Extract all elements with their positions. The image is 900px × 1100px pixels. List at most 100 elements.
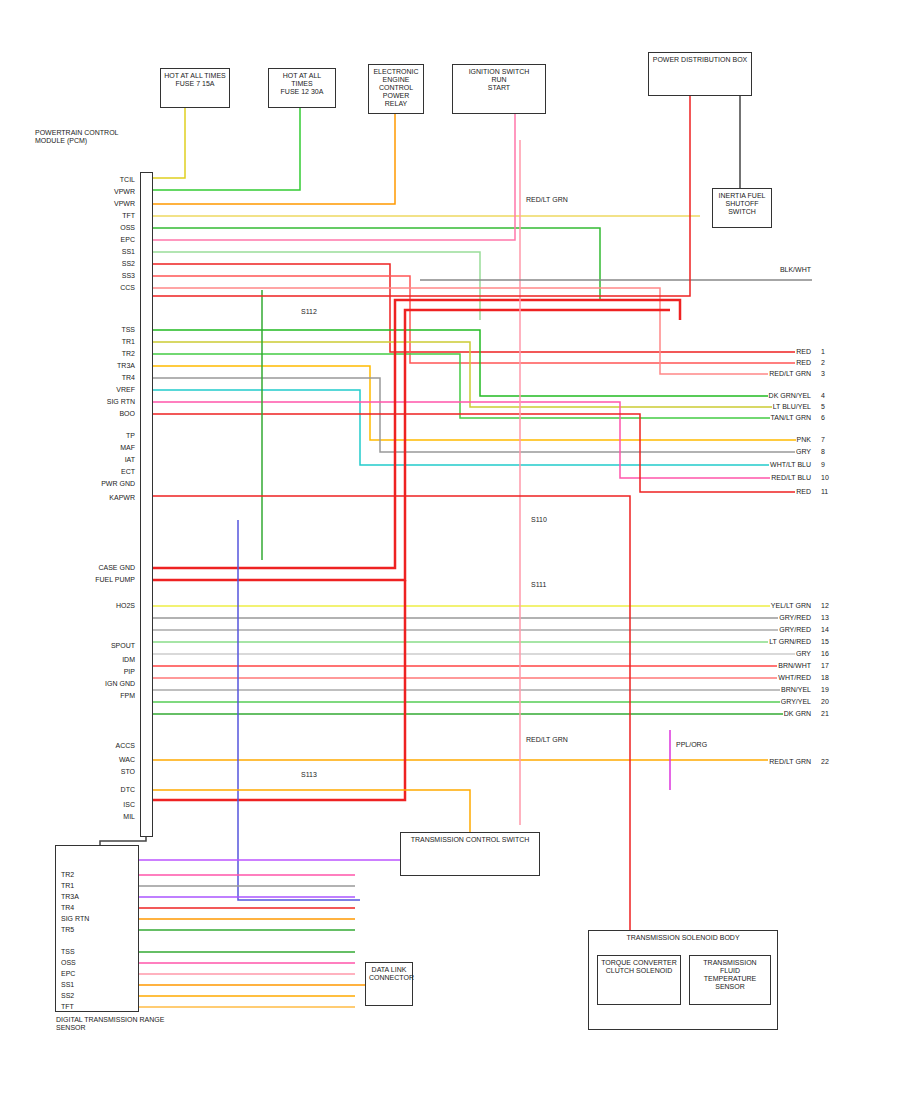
wire — [238, 520, 360, 900]
pin-name: TR4 — [121, 373, 136, 382]
wire-color: GRY — [795, 447, 812, 456]
wire-color: RED/LT GRN — [525, 195, 569, 204]
pin-name: TR3A — [60, 892, 80, 901]
node-title: TORQUE CONVERTER CLUTCH SOLENOID — [601, 959, 677, 975]
pin-name: SS1 — [121, 247, 136, 256]
connector-box: DATA LINK CONNECTOR — [365, 962, 413, 1006]
distribution-box: POWER DISTRIBUTION BOX — [648, 52, 752, 96]
wire — [138, 929, 355, 931]
circuit-number: 3 — [820, 369, 826, 378]
pin-name: TFT — [121, 211, 136, 220]
wire — [152, 580, 405, 800]
node-title: IGNITION SWITCH — [456, 68, 542, 76]
wire-connector — [153, 96, 690, 296]
wire-color: BRN/YEL — [780, 685, 812, 694]
wire-color: PNK — [796, 435, 812, 444]
pin-name: HO2S — [115, 601, 136, 610]
solenoid-body: TRANSMISSION SOLENOID BODYTORQUE CONVERT… — [588, 930, 778, 1030]
splice-label: S110 — [530, 515, 548, 524]
pin-name: IAT — [124, 455, 136, 464]
pin-name: TP — [125, 431, 136, 440]
splice-label: S111 — [530, 580, 547, 589]
pin-name: TSS — [60, 947, 76, 956]
wire — [152, 641, 812, 643]
wire — [669, 730, 671, 790]
wire — [152, 342, 812, 407]
wire — [138, 918, 355, 920]
wire-color: GRY — [795, 649, 812, 658]
wire-color: RED/LT GRN — [768, 757, 812, 766]
wire — [152, 713, 812, 715]
wire — [138, 874, 355, 876]
node-title: HOT AT ALL TIMES — [272, 72, 332, 88]
wire — [152, 689, 812, 691]
wire — [152, 701, 812, 703]
wire-connector — [153, 496, 630, 930]
circuit-number: 16 — [820, 649, 830, 658]
pin-name: ISC — [122, 800, 136, 809]
sensor-box: TRANSMISSION FLUID TEMPERATURE SENSOR — [689, 955, 771, 1005]
node-title: TRANSMISSION FLUID TEMPERATURE SENSOR — [693, 959, 767, 991]
node-title: ELECTRONIC ENGINE CONTROL POWER RELAY — [372, 68, 420, 108]
node-text: START — [456, 84, 542, 92]
pin-name: DTC — [120, 785, 136, 794]
wire-connector — [153, 114, 395, 204]
node-title: DIGITAL TRANSMISSION RANGE SENSOR — [56, 1016, 176, 1032]
switch-box: INERTIA FUEL SHUTOFF SWITCH — [712, 188, 772, 228]
pin-name: KAPWR — [108, 493, 136, 502]
circuit-number: 11 — [820, 487, 829, 496]
wire — [519, 140, 521, 825]
splice-label: S113 — [300, 770, 318, 779]
wire — [152, 629, 812, 631]
wire — [138, 995, 355, 997]
pin-name: TFT — [60, 1002, 75, 1011]
circuit-number: 7 — [820, 435, 826, 444]
pin-name: SS3 — [121, 271, 136, 280]
wire — [152, 378, 812, 452]
wire-connector — [153, 114, 515, 240]
ignition-switch: IGNITION SWITCHRUNSTART — [452, 64, 546, 114]
wire-color: LT BLU/YEL — [772, 402, 812, 411]
pin-name: ACCS — [115, 741, 136, 750]
circuit-number: 17 — [820, 661, 830, 670]
splice-label: S112 — [300, 307, 318, 316]
pin-name: WAC — [118, 755, 136, 764]
fuse-box: HOT AT ALL TIMESFUSE 12 30A — [268, 68, 336, 108]
wire-color: YEL/LT GRN — [770, 601, 812, 610]
wire — [152, 617, 812, 619]
node-title: HOT AT ALL TIMES — [164, 72, 226, 80]
pin-name: CASE GND — [97, 563, 136, 572]
pin-name: VPWR — [113, 187, 136, 196]
switch-box: TRANSMISSION CONTROL SWITCH — [400, 832, 540, 876]
relay-box: ELECTRONIC ENGINE CONTROL POWER RELAY — [368, 64, 424, 114]
circuit-number: 5 — [820, 402, 826, 411]
wire-connector — [153, 108, 185, 178]
wire — [138, 962, 355, 964]
wire — [138, 951, 355, 953]
pin-name: TR3A — [116, 361, 136, 370]
wire — [152, 330, 812, 396]
pin-name: TSS — [120, 325, 136, 334]
pin-name: IDM — [121, 655, 136, 664]
wire-color: RED — [795, 347, 812, 356]
wire — [138, 1006, 355, 1008]
wire — [152, 300, 680, 568]
circuit-number: 2 — [820, 358, 826, 367]
wire-color: GRY/RED — [778, 625, 812, 634]
pin-name: OSS — [60, 958, 77, 967]
pin-name: TR1 — [121, 337, 136, 346]
wire — [152, 354, 812, 418]
circuit-number: 8 — [820, 447, 826, 456]
pin-name: SPOUT — [110, 641, 136, 650]
wire — [152, 677, 812, 679]
solenoid-box: TORQUE CONVERTER CLUTCH SOLENOID — [597, 955, 681, 1005]
pin-name: TR2 — [60, 870, 75, 879]
wire — [152, 310, 670, 580]
wire-color: GRY/RED — [778, 613, 812, 622]
pin-name: VREF — [115, 385, 136, 394]
pin-name: VPWR — [113, 199, 136, 208]
wire — [261, 290, 263, 560]
circuit-number: 19 — [820, 685, 830, 694]
wire — [152, 665, 812, 667]
circuit-number: 14 — [820, 625, 830, 634]
